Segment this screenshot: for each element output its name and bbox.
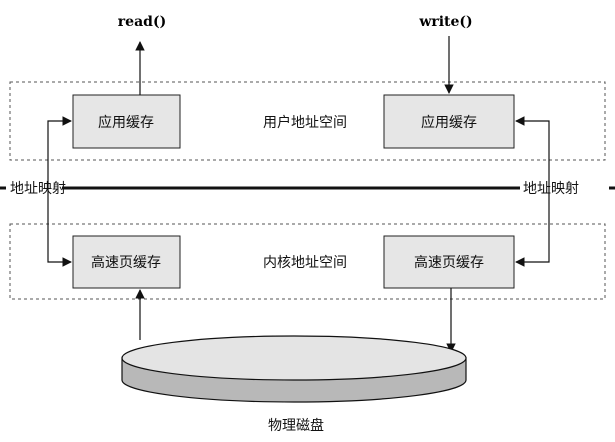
app-cache-right-label: 应用缓存	[421, 114, 477, 131]
app-cache-left-label: 应用缓存	[98, 114, 154, 131]
kernel-space-label: 内核地址空间	[263, 255, 347, 271]
right-mapping-arrow	[515, 116, 550, 267]
user-space-label: 用户地址空间	[263, 114, 347, 131]
left-mapping-arrow	[47, 116, 72, 267]
page-cache-left-box	[72, 235, 181, 289]
page-cache-left-label: 高速页缓存	[91, 254, 161, 271]
read-fn-label: read()	[118, 14, 166, 30]
app-cache-left-box	[72, 94, 181, 149]
disk-label: 物理磁盘	[268, 417, 324, 434]
write-fn-label: write()	[418, 14, 472, 30]
page-cache-right-label: 高速页缓存	[414, 254, 484, 271]
addr-map-left-label: 地址映射	[10, 181, 66, 197]
kernel-space-region	[9, 223, 606, 300]
page-cache-right-box	[383, 235, 515, 289]
addr-map-right-label: 地址映射	[523, 181, 579, 197]
physical-disk-icon	[121, 335, 467, 403]
app-cache-right-box	[383, 94, 515, 149]
